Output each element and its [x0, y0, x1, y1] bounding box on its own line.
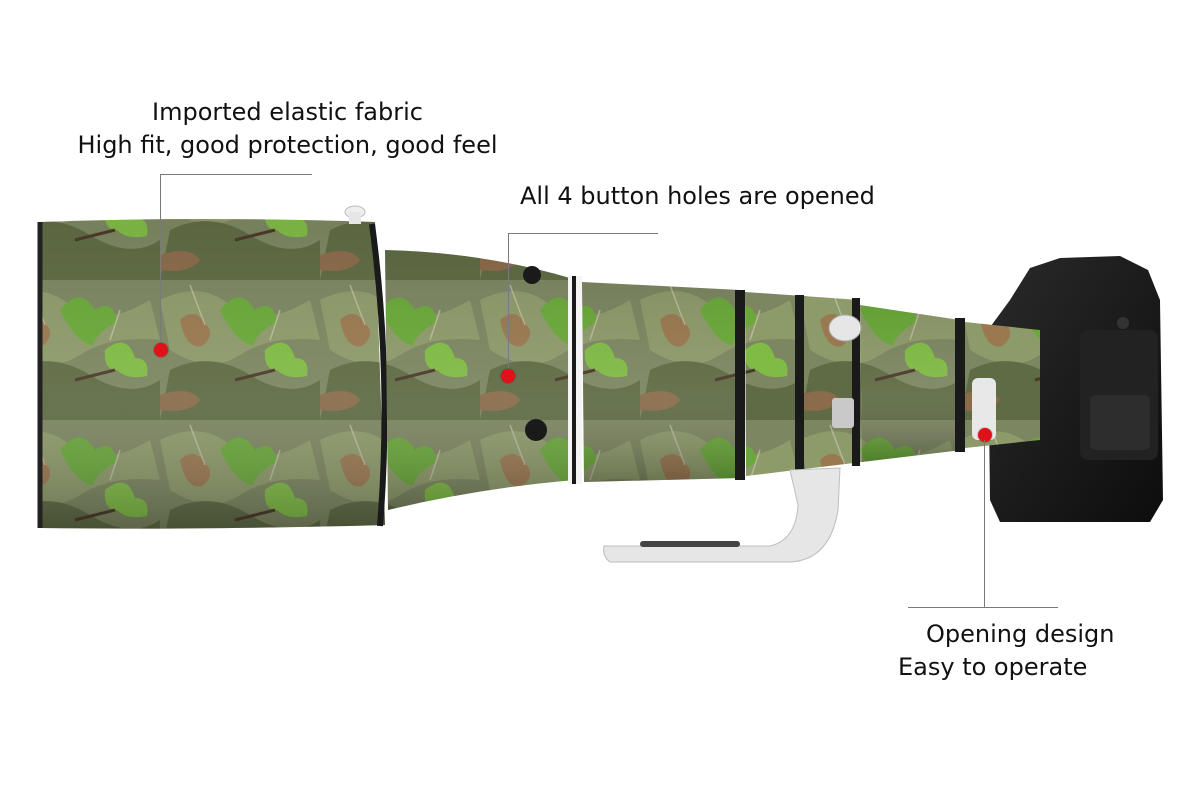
opening-leader-horizontal	[908, 607, 1058, 608]
buttons-marker-dot	[501, 369, 515, 383]
buttons-line-1: All 4 button holes are opened	[520, 182, 875, 210]
fabric-line-2: High fit, good protection, good feel	[77, 131, 498, 159]
camera-body	[988, 256, 1163, 522]
fabric-annotation: Imported elastic fabric High fit, good p…	[60, 96, 515, 162]
opening-line-1: Opening design	[926, 620, 1115, 648]
opening-line-2: Easy to operate	[898, 653, 1088, 681]
opening-annotation: Opening design Easy to operate	[898, 618, 1114, 684]
tripod-foot	[603, 467, 841, 563]
fabric-line-1: Imported elastic fabric	[152, 98, 423, 126]
fabric-leader-vertical	[160, 174, 161, 346]
buttons-annotation: All 4 button holes are opened	[520, 180, 875, 213]
lens-barrel	[385, 250, 1040, 510]
buttons-leader-horizontal	[508, 233, 658, 234]
lens-hood	[37, 205, 388, 529]
opening-marker-dot	[978, 428, 992, 442]
opening-leader-vertical	[984, 440, 985, 608]
fabric-marker-dot	[154, 343, 168, 357]
buttons-leader-vertical	[508, 233, 509, 373]
fabric-leader-horizontal	[160, 174, 312, 175]
